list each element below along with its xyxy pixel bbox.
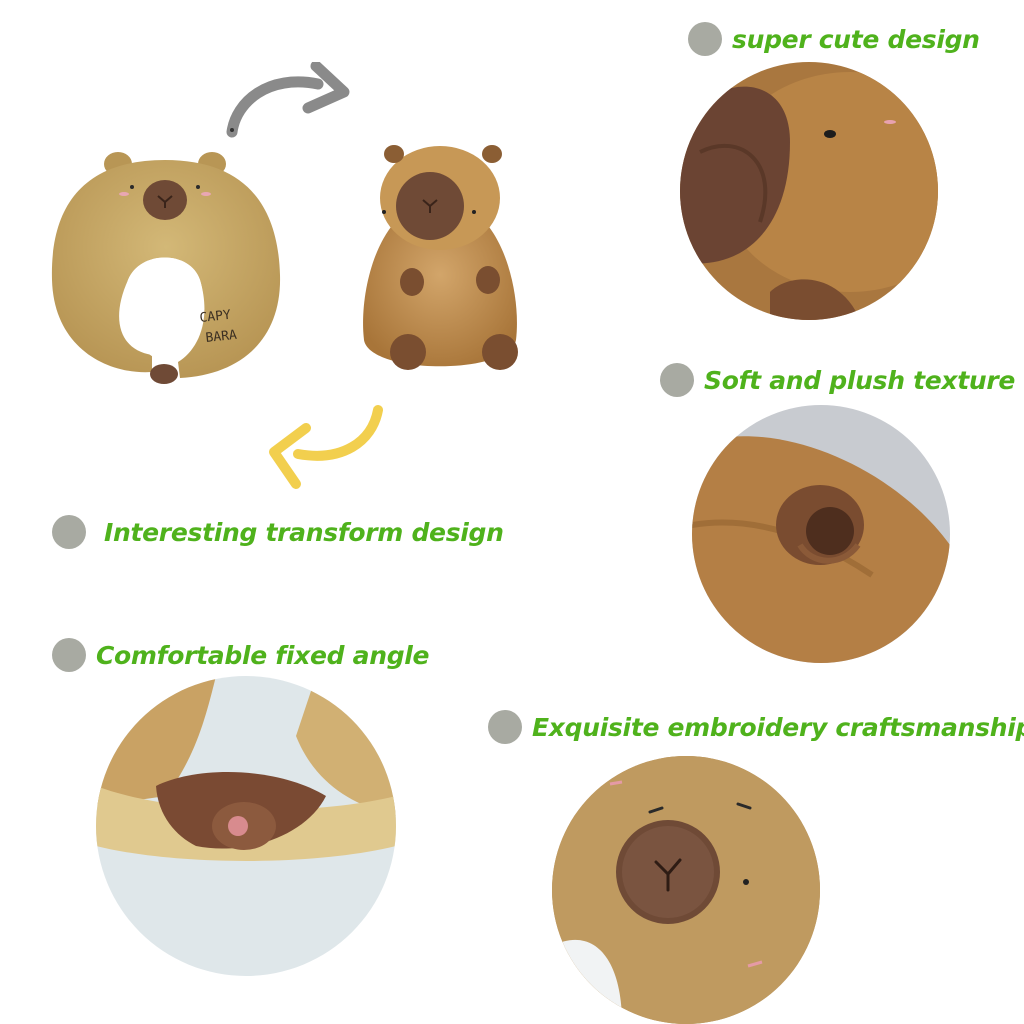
bullet-icon: [660, 363, 694, 397]
feature-transform: Interesting transform design: [52, 515, 504, 549]
feature-embroidery-label: Exquisite embroidery craftsmanship: [532, 712, 1024, 742]
closeup-face-circle: [680, 62, 938, 320]
closeup-clasp-image: [96, 676, 396, 976]
curved-arrow-left-icon: [269, 405, 383, 489]
feature-plush-label: Soft and plush texture: [704, 365, 1016, 395]
pillow-text-line2: BARA: [205, 328, 238, 346]
bullet-icon: [688, 22, 722, 56]
feature-cute: super cute design: [688, 22, 980, 56]
feature-angle-label: Comfortable fixed angle: [96, 640, 430, 670]
capybara-neck-pillow: CAPY BARA: [51, 152, 281, 384]
closeup-embroidery-image: [552, 756, 820, 1024]
closeup-embroidery-circle: [552, 756, 820, 1024]
capybara-plush-toy: [363, 145, 518, 370]
closeup-ear-circle: [692, 405, 950, 663]
feature-cute-label: super cute design: [732, 24, 980, 54]
feature-transform-label: Interesting transform design: [104, 517, 504, 547]
closeup-face-image: [680, 62, 938, 320]
curved-arrow-right-icon: [226, 62, 350, 138]
bullet-icon: [52, 638, 86, 672]
bullet-icon: [52, 515, 86, 549]
bullet-icon: [488, 710, 522, 744]
feature-plush: Soft and plush texture: [660, 363, 1015, 397]
feature-embroidery: Exquisite embroidery craftsmanship: [488, 710, 1024, 744]
pillow-text-line1: CAPY: [199, 308, 232, 326]
closeup-ear-image: [692, 405, 950, 663]
closeup-clasp-circle: [96, 676, 396, 976]
feature-angle: Comfortable fixed angle: [52, 638, 430, 672]
